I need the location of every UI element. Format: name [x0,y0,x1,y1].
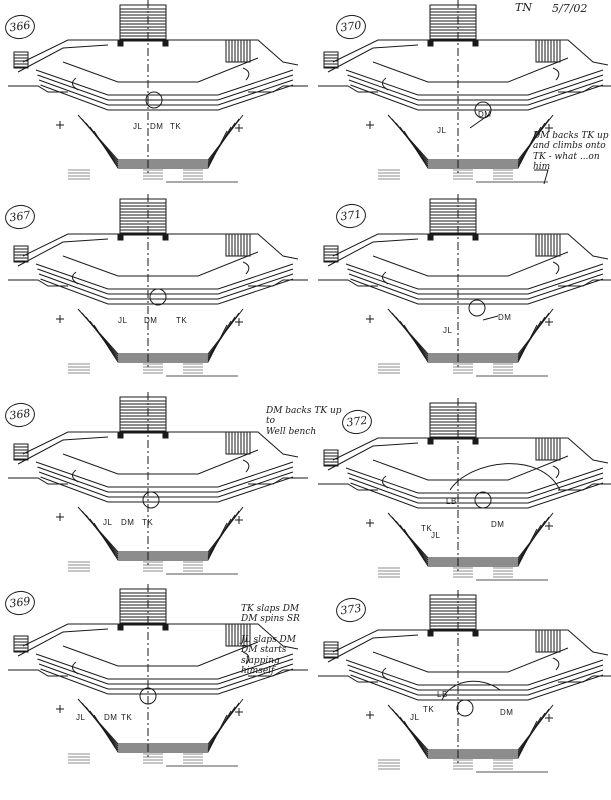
stage-ground-plan [8,194,308,377]
actor-label: TK [421,524,433,533]
stage-ground-plan [318,194,611,377]
frame-note: TK slaps DM DM spins SR JL slaps DM DM s… [241,604,300,677]
header-initials: TN [515,1,532,14]
note-arrow [534,169,549,185]
stage-ground-plan [318,398,611,581]
actor-label: DM [150,122,164,131]
actor-label: TK [142,518,154,527]
actor-label: DM [478,110,492,119]
actor-label: JL [103,518,113,527]
actor-label: DM [491,520,505,529]
movement-arrow [469,113,491,129]
actor-label: JL [443,326,453,335]
stage-ground-plan [8,392,308,575]
movement-arrow [482,315,499,321]
header-date: 5/7/02 [552,2,588,15]
stage-ground-plan [8,0,308,183]
actor-label: JL [410,713,420,722]
actor-label: DM [104,713,118,722]
actor-label: JL [133,122,143,131]
stage-ground-plan [8,584,308,767]
stage-ground-plan [318,0,611,183]
actor-label: DM [500,708,514,717]
actor-label: TK [170,122,182,131]
actor-label: TK [423,705,435,714]
actor-label: JL [118,316,128,325]
actor-label: TK [121,713,133,722]
actor-label: DM [498,313,512,322]
frame-note: DM backs TK up to Well bench [266,406,342,437]
actor-label: LB [437,690,448,699]
actor-label: TK [176,316,188,325]
actor-label: JL [431,531,441,540]
movement-arrow [441,680,501,701]
actor-label: LB [446,497,457,506]
actor-label: DM [121,518,135,527]
stage-ground-plan [318,590,611,773]
frame-note: DM backs TK up and climbs onto TK - what… [533,131,609,173]
movement-arrow [449,463,561,491]
actor-label: JL [76,713,86,722]
actor-label: DM [144,316,158,325]
actor-label: JL [437,126,447,135]
